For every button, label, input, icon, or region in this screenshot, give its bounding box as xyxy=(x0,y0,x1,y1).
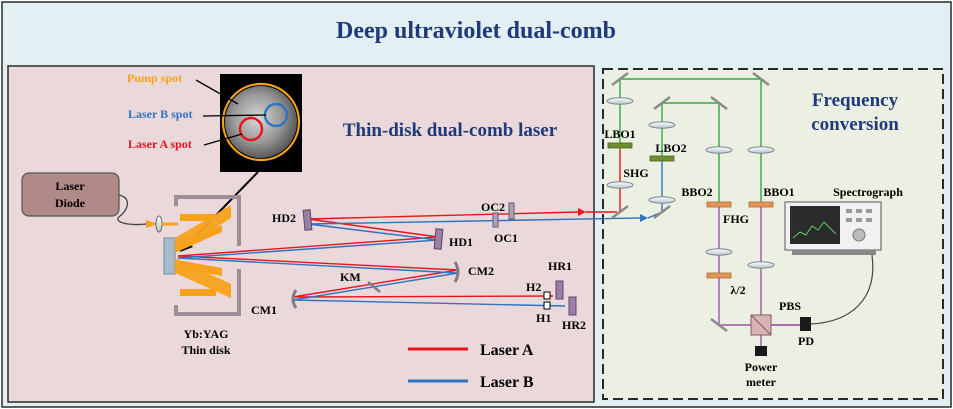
laser-b-pointer xyxy=(202,114,267,117)
legend-laser-b-label: Laser B xyxy=(480,374,534,391)
fiber-cable xyxy=(117,194,147,226)
pump-spot-image xyxy=(225,86,297,158)
photodiode xyxy=(800,317,811,331)
h2-element xyxy=(543,291,551,300)
oc2-coupler xyxy=(508,202,515,220)
power-meter-label-line2: meter xyxy=(746,375,777,389)
pd-cable xyxy=(810,254,874,325)
pd-label: PD xyxy=(798,334,814,348)
lbo1-label: LBO1 xyxy=(604,127,635,141)
hr1-mirror xyxy=(555,280,564,300)
pump-pointer xyxy=(195,79,239,105)
hr2-label: HR2 xyxy=(562,318,586,332)
pump-output-cone xyxy=(146,220,158,228)
h2-label: H2 xyxy=(526,280,541,294)
laser-a-beam xyxy=(177,211,579,298)
pump-spot-label: Pump spot xyxy=(127,71,182,85)
hd2-mirror xyxy=(302,209,313,231)
power-meter-label-line1: Power xyxy=(745,360,778,374)
pump-spot-ring xyxy=(221,82,301,162)
diagram-title: Deep ultraviolet dual-comb xyxy=(336,18,616,44)
spectrograph-label: Spectrograph xyxy=(833,185,903,199)
lbo1-crystal xyxy=(607,142,633,149)
shg-label: SHG xyxy=(623,166,648,180)
oc1-coupler xyxy=(492,212,499,228)
km-label: KM xyxy=(340,270,361,284)
disk-label-line1: Yb:YAG xyxy=(184,327,229,341)
conversion-title-line1: Frequency xyxy=(812,90,899,111)
laser-diode-line2: Diode xyxy=(55,196,86,210)
hr1-label: HR1 xyxy=(548,259,572,273)
bbo1-crystal xyxy=(748,201,774,208)
cm2-mirror xyxy=(453,261,460,283)
conversion-title-line2: conversion xyxy=(811,114,899,135)
conversion-lenses xyxy=(606,97,775,269)
hd1-label: HD1 xyxy=(449,235,473,249)
fhg-label: FHG xyxy=(723,212,749,226)
spectrograph-device xyxy=(784,201,882,255)
h1-label: H1 xyxy=(536,311,551,325)
laser-b-beam xyxy=(177,217,641,307)
lbo2-label: LBO2 xyxy=(655,141,686,155)
hd1-mirror xyxy=(433,228,444,250)
h1-element xyxy=(543,301,551,310)
laser-section-title: Thin-disk dual-comb laser xyxy=(343,120,558,141)
cm2-label: CM2 xyxy=(468,264,494,278)
laser-diode-box xyxy=(21,172,120,217)
power-meter xyxy=(755,346,767,356)
laser-a-pointer xyxy=(203,133,243,146)
oc1-label: OC1 xyxy=(494,231,518,245)
lbo2-crystal xyxy=(649,155,675,162)
pbs-cube xyxy=(750,314,772,336)
conversion-mirrors xyxy=(611,72,770,332)
disk-label-line2: Thin disk xyxy=(181,343,230,357)
laser-a-spot-ring xyxy=(238,116,264,142)
pump-lens xyxy=(155,215,163,233)
bbo2-crystal xyxy=(706,201,732,208)
laser-diode-line1: Laser xyxy=(55,179,85,193)
hr2-mirror xyxy=(568,296,577,316)
laser-b-output-arrow xyxy=(640,214,648,222)
hd2-label: HD2 xyxy=(272,211,296,225)
legend-laser-a-label: Laser A xyxy=(480,342,534,359)
cm1-mirror xyxy=(291,289,298,309)
fhg-green-residual xyxy=(718,150,762,205)
pbs-label: PBS xyxy=(779,299,801,313)
half-wave-label: λ/2 xyxy=(730,283,745,297)
km-mirror xyxy=(367,281,381,293)
laser-b-spot-label: Laser B spot xyxy=(128,107,192,121)
thin-disk-module xyxy=(163,195,241,316)
oc2-label: OC2 xyxy=(481,200,505,214)
cm1-label: CM1 xyxy=(251,303,277,317)
bbo1-label: BBO1 xyxy=(763,185,794,199)
laser-a-output-arrow xyxy=(578,208,586,216)
half-wave-plate xyxy=(706,272,732,279)
laser-a-spot-label: Laser A spot xyxy=(128,137,192,151)
spot-inset xyxy=(220,74,302,172)
bbo2-label: BBO2 xyxy=(681,185,712,199)
